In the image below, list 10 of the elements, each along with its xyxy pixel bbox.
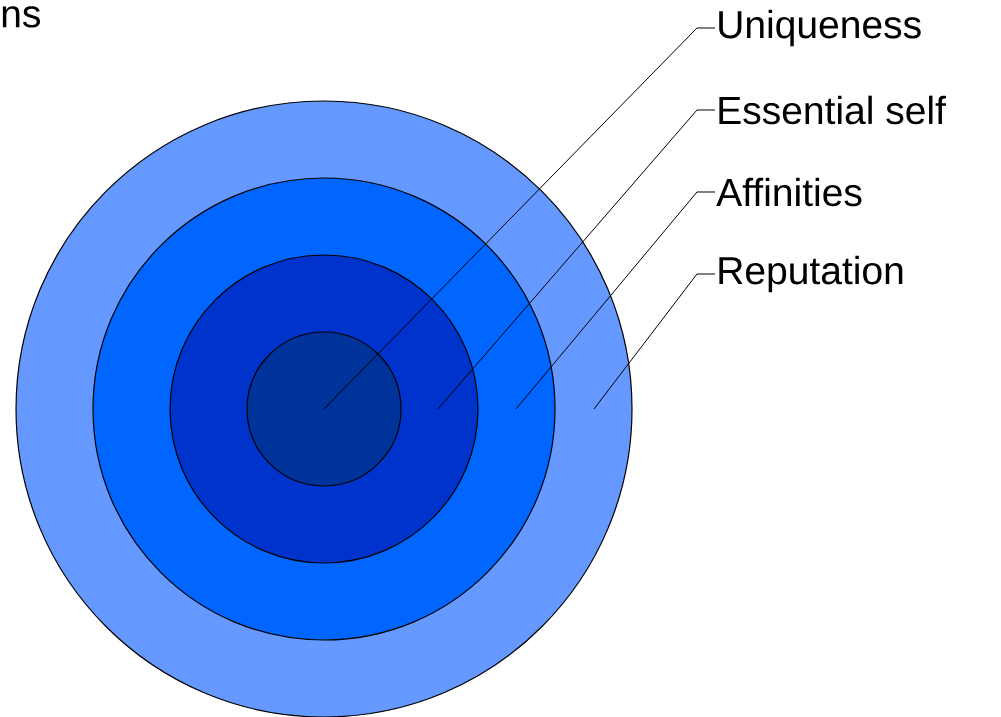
leader-line (437, 109, 716, 410)
leader-line (515, 191, 716, 410)
leader-label: Affinities (716, 177, 862, 207)
heading-fragment: ns (2, 6, 40, 28)
leader-line (323, 27, 716, 410)
leader-line (593, 273, 716, 410)
ring (246, 331, 402, 487)
leader-label: Essential self (719, 95, 946, 125)
leader-label: Uniqueness (719, 9, 921, 47)
leader-label: Reputation (719, 255, 903, 293)
